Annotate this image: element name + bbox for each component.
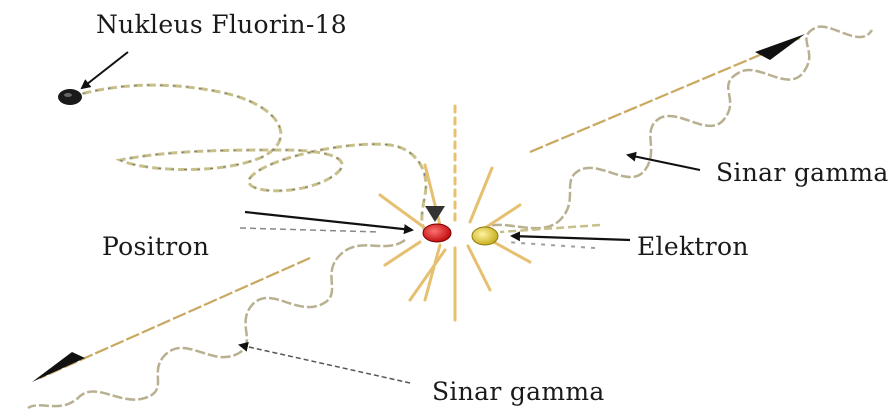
collision-marker: [425, 206, 445, 222]
gamma-ray-bottom: [28, 240, 405, 408]
gamma-ray-bottom-label: Sinar gamma: [432, 377, 605, 406]
positron-particle: [423, 224, 451, 242]
electron-pointer-arrow: [512, 236, 630, 240]
electron-particle: [472, 227, 498, 245]
nucleus-dot: [58, 89, 82, 105]
electron-label: Elektron: [637, 232, 749, 261]
gamma-ray-top: [480, 27, 872, 230]
nucleus-pointer-arrow: [82, 52, 128, 88]
nucleus-label: Nukleus Fluorin-18: [96, 10, 347, 39]
annihilation-burst: [380, 100, 530, 320]
gamma-top-pointer-arrow: [628, 155, 700, 170]
positron-pointer-arrow: [245, 212, 412, 230]
positron-label: Positron: [102, 232, 209, 261]
gamma-bottom-pointer-arrow: [240, 345, 410, 383]
gamma-ray-top-label: Sinar gamma: [716, 158, 888, 187]
